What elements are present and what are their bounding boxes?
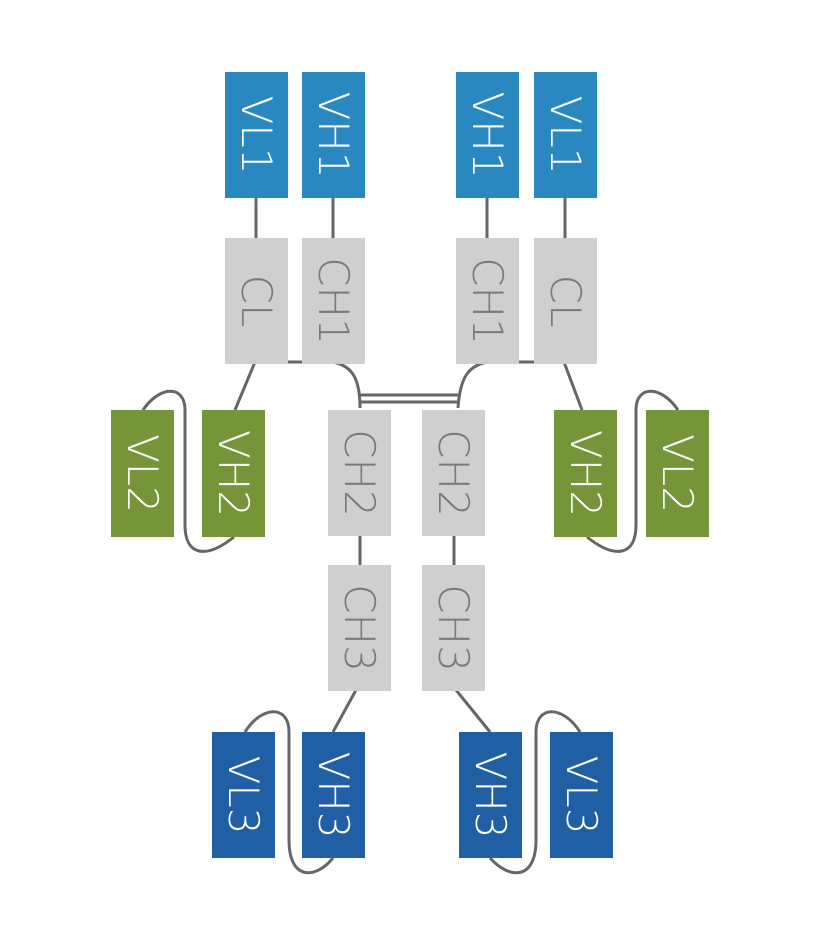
domain-label: CH3: [335, 584, 384, 672]
domain-vl2-left: VL2: [111, 410, 174, 537]
domain-vh2-left: VH2: [202, 410, 265, 537]
domain-label: CH2: [335, 429, 384, 517]
domain-label: CH1: [463, 257, 512, 345]
domain-vh3-left: VH3: [302, 732, 365, 858]
domain-label: VL1: [232, 96, 281, 175]
domain-ch1-right: CH1: [456, 238, 519, 364]
domain-vl3-right: VL3: [550, 732, 613, 858]
domain-vl3-left: VL3: [212, 732, 275, 858]
domain-vh1-left: VH1: [302, 72, 365, 198]
domain-ch2-right: CH2: [422, 410, 485, 536]
domain-label: VH2: [209, 430, 258, 517]
domain-vh2-right: VH2: [554, 410, 617, 537]
domain-label: VH3: [466, 751, 515, 838]
hinge-left: [332, 360, 362, 409]
domain-label: CH1: [309, 257, 358, 345]
linker-vl2-vh2-right: [586, 389, 680, 553]
link-ch3-vh3-left: [331, 689, 358, 733]
linker-vl3-vh3-right: [488, 710, 582, 875]
domain-label: VH2: [561, 430, 610, 517]
domain-vl1-right: VL1: [534, 72, 597, 198]
domain-label: VH1: [309, 91, 358, 178]
linker-vl3-vh3-left: [243, 710, 335, 875]
domain-label: VL2: [653, 434, 702, 513]
domain-label: VL3: [219, 756, 268, 835]
hinge-right: [456, 360, 488, 409]
domain-vh1-right: VH1: [456, 72, 519, 198]
domain-ch3-left: CH3: [328, 565, 391, 691]
domain-label: CH2: [429, 429, 478, 517]
domain-ch1-left: CH1: [302, 238, 365, 364]
domain-vl2-right: VL2: [646, 410, 709, 537]
domain-cl-left: CL: [225, 238, 288, 364]
domain-vl1-left: VL1: [225, 72, 288, 198]
linker-vl2-vh2-left: [141, 389, 235, 553]
domain-label: VH3: [309, 751, 358, 838]
link-ch3-vh3-right: [454, 689, 492, 733]
domain-label: VL3: [557, 756, 606, 835]
domain-vh3-right: VH3: [459, 732, 522, 858]
domain-label: VL2: [118, 434, 167, 513]
link-cl-vh2-left: [233, 361, 257, 411]
domain-cl-right: CL: [534, 238, 597, 364]
domain-label: VL1: [541, 96, 590, 175]
domain-label: CL: [232, 275, 281, 328]
domain-label: CL: [541, 275, 590, 328]
domain-ch2-left: CH2: [328, 410, 391, 536]
domain-label: VH1: [463, 91, 512, 178]
domain-label: CH3: [429, 584, 478, 672]
link-cl-vh2-right: [562, 361, 584, 411]
domain-ch3-right: CH3: [422, 565, 485, 691]
